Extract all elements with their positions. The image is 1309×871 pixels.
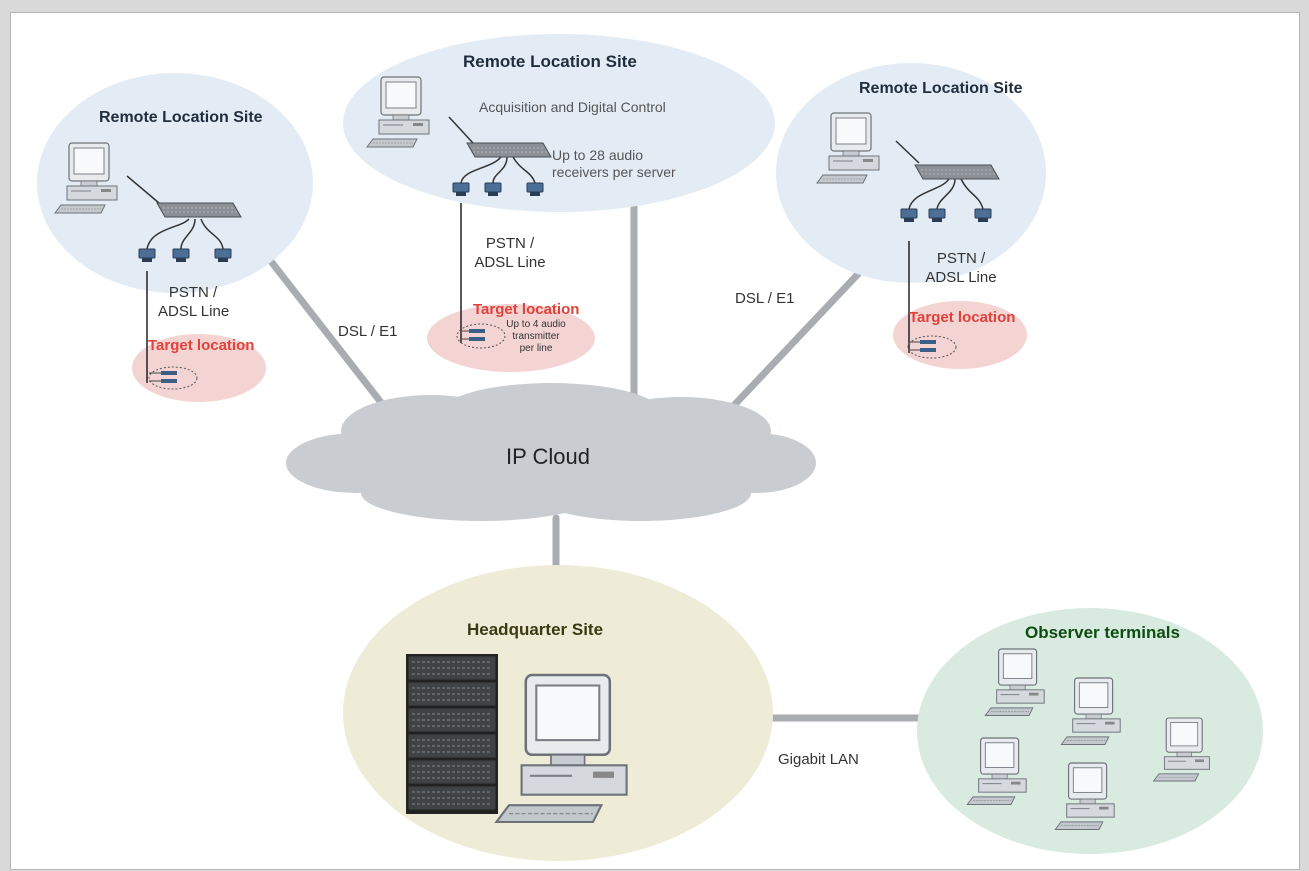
remote-site-bubble-left	[37, 73, 313, 293]
hq-title: Headquarter Site	[467, 620, 604, 639]
audio-receiver-center	[466, 142, 552, 158]
link-left-site	[262, 251, 387, 409]
acquisition-note: Acquisition and Digital Control	[479, 99, 666, 115]
receiver-cable-center	[448, 116, 536, 184]
transmitter-icons-right	[907, 335, 957, 359]
network-links	[262, 203, 923, 722]
line-label-right-2: ADSL Line	[925, 269, 997, 286]
link-label-right: DSL / E1	[735, 290, 795, 307]
receiver-cable-left	[126, 175, 224, 250]
target-location-right: Target location	[909, 309, 1016, 326]
audio-receiver-left	[156, 202, 242, 218]
link-right-site	[719, 251, 880, 421]
line-label-left: PSTN / ADSL Line	[158, 283, 230, 321]
remote-site-bubble-center	[343, 34, 775, 212]
audio-receiver-right	[914, 164, 1000, 180]
transmitter-icons-left	[148, 366, 198, 390]
transmitter-icons-center	[456, 323, 506, 349]
line-label-right: PSTN / ADSL Line	[920, 249, 1002, 287]
line-label-right-1: PSTN /	[936, 250, 986, 267]
target-bubble-left	[132, 334, 266, 402]
link-label-left: DSL / E1	[338, 323, 398, 340]
phone-lines	[146, 203, 910, 383]
line-label-center-2: ADSL Line	[474, 254, 546, 271]
transmitter-note-2: transmitter	[512, 331, 560, 342]
receivers-note-line1: Up to 28 audio	[552, 147, 644, 163]
observer-title: Observer terminals	[1025, 623, 1180, 642]
transmitter-note: Up to 4 audio transmitter per line	[501, 319, 571, 355]
line-label-left-1: PSTN /	[168, 284, 218, 301]
transmitter-note-3: per line	[519, 343, 553, 354]
remote-site-title-left: Remote Location Site	[99, 109, 263, 126]
receivers-note-line2: receivers per server	[552, 164, 676, 180]
server-rack-icon	[406, 654, 498, 814]
diagram-canvas: Remote Location Site Remote Location Sit…	[10, 12, 1300, 870]
line-label-left-2: ADSL Line	[158, 303, 230, 320]
link-label-lan: Gigabit LAN	[778, 751, 859, 768]
line-label-center: PSTN / ADSL Line	[469, 234, 551, 272]
remote-site-title-right: Remote Location Site	[859, 80, 1023, 97]
ip-cloud-label: IP Cloud	[506, 444, 590, 469]
receiver-cable-right	[895, 140, 984, 210]
target-location-left: Target location	[148, 337, 255, 354]
target-bubble-center	[427, 304, 595, 372]
target-location-center: Target location	[473, 301, 580, 318]
ip-cloud	[286, 383, 816, 521]
network-diagram	[37, 34, 1263, 861]
transmitter-note-1: Up to 4 audio	[506, 319, 566, 330]
remote-site-title-center: Remote Location Site	[463, 52, 637, 71]
line-label-center-1: PSTN /	[485, 235, 535, 252]
